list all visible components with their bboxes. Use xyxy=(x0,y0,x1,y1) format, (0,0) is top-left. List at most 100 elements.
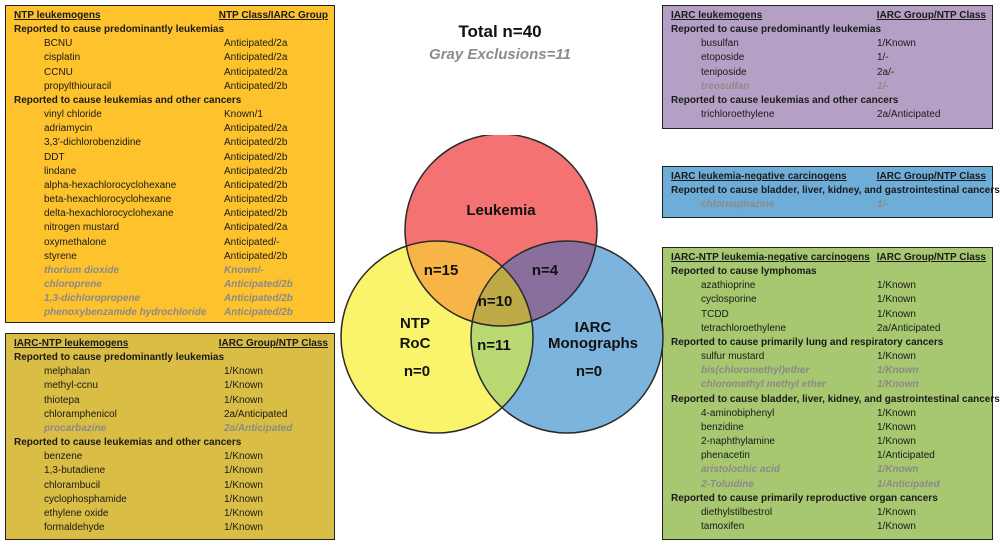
carcinogen-class: Anticipated/2a xyxy=(224,222,288,234)
carcinogen-row: aristolochic acid 1/Known xyxy=(671,463,986,477)
ntp-label-line2: RoC xyxy=(400,335,431,352)
carcinogen-name: thorium dioxide xyxy=(44,264,119,276)
carcinogen-name: busulfan xyxy=(701,38,739,50)
carcinogen-class: 2a/Anticipated xyxy=(877,109,941,121)
carcinogen-name: chloromethyl methyl ether xyxy=(701,379,827,391)
leukemia-label: Leukemia xyxy=(466,202,536,219)
iarc-outline xyxy=(470,240,664,434)
carcinogen-row: melphalan 1/Known xyxy=(14,365,328,379)
carcinogen-name: cisplatin xyxy=(44,52,81,64)
carcinogen-row: phenoxybenzamide hydrochloride Anticipate… xyxy=(14,306,328,320)
carcinogen-row: nitrogen mustard Anticipated/2a xyxy=(14,221,328,235)
panel-header-left: IARC-NTP leukemogens xyxy=(14,338,129,349)
carcinogen-name: phenacetin xyxy=(701,450,750,462)
carcinogen-name: chloroprene xyxy=(44,278,102,290)
carcinogen-name: oxymethalone xyxy=(44,236,107,248)
panel-header-right: IARC Group/NTP Class xyxy=(876,171,986,182)
panel-header: IARC leukemia-negative carcinogens IARC … xyxy=(671,170,986,184)
carcinogen-row: teniposide 2a/- xyxy=(671,66,986,80)
carcinogen-class: 1/Known xyxy=(877,407,916,419)
leukemia-outline xyxy=(404,135,598,327)
section-title: Reported to cause predominantly leukemia… xyxy=(671,24,882,36)
carcinogen-row: thorium dioxide Known/- xyxy=(14,264,328,278)
carcinogen-class: 1/Known xyxy=(877,421,916,433)
iarc-ntp-leukemia-negative-panel: IARC-NTP leukemia-negative carcinogens I… xyxy=(662,247,1000,540)
carcinogen-class: 1/Known xyxy=(877,38,916,50)
panel-header-left: IARC leukemogens xyxy=(671,10,763,21)
carcinogen-name: teniposide xyxy=(701,66,747,78)
carcinogen-name: adriamycin xyxy=(44,123,93,135)
section-title: Reported to cause predominantly leukemia… xyxy=(14,352,225,364)
carcinogen-class: Anticipated/2b xyxy=(224,278,293,290)
carcinogen-name: azathioprine xyxy=(701,280,756,292)
carcinogen-class: 2a/Anticipated xyxy=(224,422,293,434)
carcinogen-class: Known/- xyxy=(224,264,264,276)
carcinogen-name: 3,3'-dichlorobenzidine xyxy=(44,137,141,149)
carcinogen-class: Anticipated/2b xyxy=(224,293,293,305)
carcinogen-class: 2a/Anticipated xyxy=(224,408,288,420)
carcinogen-name: 2-naphthylamine xyxy=(701,436,775,448)
carcinogen-name: chlorambucil xyxy=(44,479,101,491)
leukemia-iarc-count: n=4 xyxy=(532,262,559,279)
carcinogen-name: aristolochic acid xyxy=(701,464,780,476)
carcinogen-name: TCDD xyxy=(701,308,729,320)
panel-body: Reported to cause predominantly leukemia… xyxy=(14,351,328,535)
carcinogen-name: etoposide xyxy=(701,52,745,64)
carcinogen-name: melphalan xyxy=(44,366,91,378)
carcinogen-class: 1/Known xyxy=(224,465,263,477)
carcinogen-class: 1/- xyxy=(877,199,889,211)
ntp-only-count: n=0 xyxy=(404,363,430,380)
carcinogen-name: chlornaphazine xyxy=(701,199,775,211)
carcinogen-name: ethylene oxide xyxy=(44,507,109,519)
all-three-count: n=10 xyxy=(478,293,513,310)
carcinogen-class: 1/Known xyxy=(224,394,263,406)
section-title: Reported to cause primarily reproductive… xyxy=(671,492,938,504)
carcinogen-class: Anticipated/2b xyxy=(224,179,288,191)
panel-header: NTP leukemogens NTP Class/IARC Group xyxy=(14,9,328,23)
carcinogen-row: chlornaphazine 1/- xyxy=(671,198,986,212)
iarc-leukemia-negative-panel: IARC leukemia-negative carcinogens IARC … xyxy=(662,166,1000,218)
carcinogen-name: phenoxybenzamide hydrochloride xyxy=(44,307,207,319)
carcinogen-class: Anticipated/2a xyxy=(224,38,288,50)
iarc-ntp-leukemogens-panel: IARC-NTP leukemogens IARC Group/NTP Clas… xyxy=(5,333,335,540)
ntp-leukemogens-panel: NTP leukemogens NTP Class/IARC Group Rep… xyxy=(5,5,335,323)
carcinogen-class: 1/Known xyxy=(224,366,263,378)
panel-header-left: IARC-NTP leukemia-negative carcinogens xyxy=(671,252,870,263)
all-three-overlap xyxy=(471,241,533,326)
panel-header-right: IARC Group/NTP Class xyxy=(218,338,328,349)
carcinogen-name: nitrogen mustard xyxy=(44,222,120,234)
carcinogen-class: 1/Known xyxy=(877,520,916,532)
carcinogen-row: busulfan 1/Known xyxy=(671,37,986,51)
carcinogen-class: 1/Known xyxy=(877,464,919,476)
carcinogen-name: benzidine xyxy=(701,421,744,433)
panel-header: IARC leukemogens IARC Group/NTP Class xyxy=(671,9,986,23)
carcinogen-class: 2a/- xyxy=(877,66,895,78)
section-title: Reported to cause leukemias and other ca… xyxy=(671,94,899,106)
carcinogen-name: diethylstilbestrol xyxy=(701,506,773,518)
carcinogen-name: DDT xyxy=(44,151,65,163)
carcinogen-class: 1/Known xyxy=(224,380,263,392)
carcinogen-class: Known/1 xyxy=(224,109,263,121)
carcinogen-class: Anticipated/2b xyxy=(224,307,293,319)
section-title: Reported to cause predominantly leukemia… xyxy=(14,24,225,36)
carcinogen-name: treosulfan xyxy=(701,80,750,92)
ntp-outline xyxy=(340,240,534,434)
carcinogen-class: 1/- xyxy=(877,52,889,64)
